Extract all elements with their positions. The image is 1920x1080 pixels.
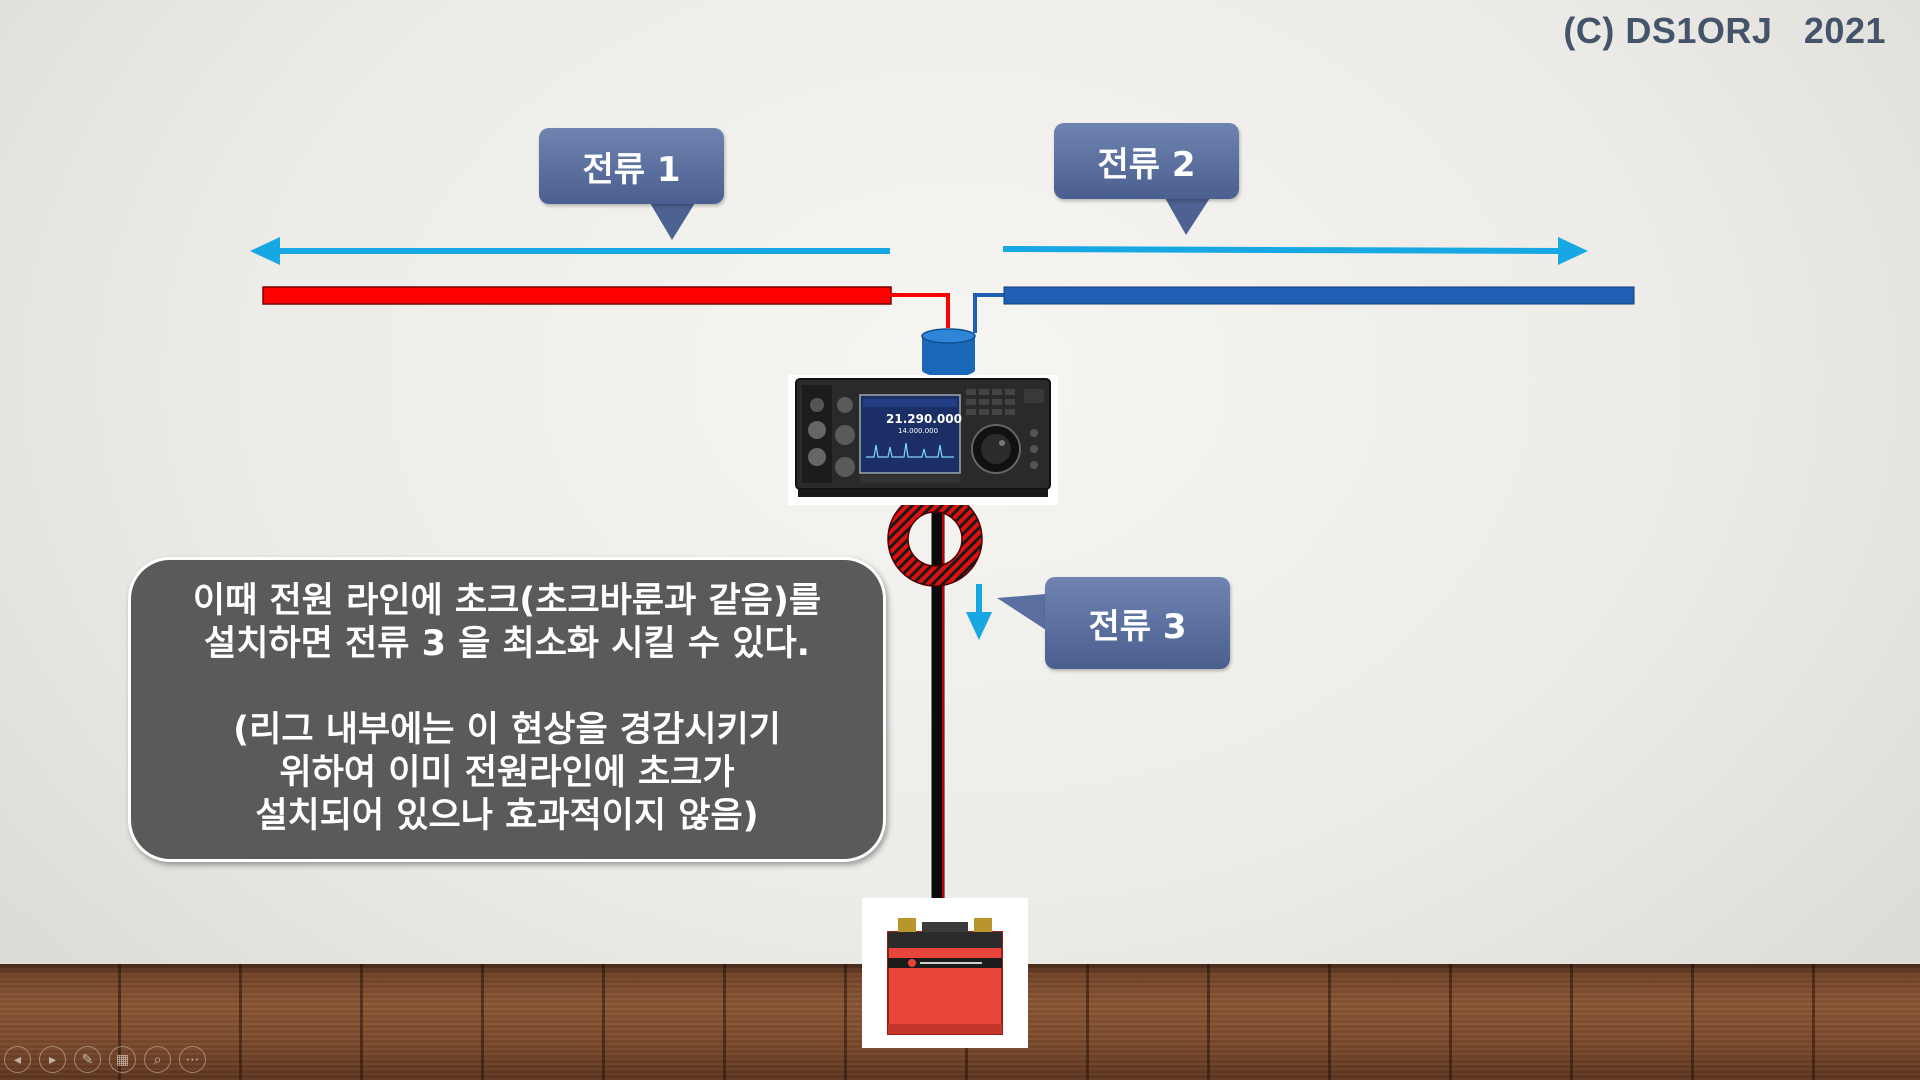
slideshow-toolbar: ◂ ▸ ✎ ▦ ⌕ ⋯ (4, 1046, 206, 1076)
note-line: 설치하면 전류 3 을 최소화 시킬 수 있다. (204, 624, 810, 664)
radio-freq-main: 21.290.000 (886, 412, 962, 426)
next-slide-icon[interactable]: ▸ (39, 1046, 66, 1073)
note-line: 설치되어 있으나 효과적이지 않음) (255, 796, 759, 836)
right-feed-line (973, 293, 1004, 333)
current-3-callout: 전류 3 (1045, 577, 1230, 669)
note-line: (리그 내부에는 이 현상을 경감시키기 (233, 710, 781, 750)
transceiver-icon: 21.290.000 14.000.000 (788, 375, 1058, 505)
balun-cylinder-icon (921, 328, 976, 377)
current-2-arrow (1002, 237, 1588, 265)
callout-2-pointer (1165, 198, 1210, 235)
zoom-icon[interactable]: ⌕ (144, 1046, 171, 1073)
radio-freq-sub: 14.000.000 (898, 427, 938, 435)
more-options-icon[interactable]: ⋯ (179, 1046, 206, 1073)
current-1-callout: 전류 1 (539, 128, 724, 204)
slides-grid-icon[interactable]: ▦ (109, 1046, 136, 1073)
current-1-arrow (250, 237, 890, 265)
explanation-note: 이때 전원 라인에 초크(초크바룬과 같음)를 설치하면 전류 3 을 최소화 … (128, 557, 886, 862)
right-dipole-wire (1003, 286, 1635, 305)
note-line: 위하여 이미 전원라인에 초크가 (279, 753, 735, 793)
copyright-text: (C) DS1ORJ 2021 (1563, 10, 1886, 51)
current-2-callout: 전류 2 (1054, 123, 1239, 199)
battery-icon (862, 898, 1028, 1048)
callout-1-pointer (650, 203, 695, 240)
callout-3-pointer (997, 594, 1046, 630)
left-feed-line (890, 293, 950, 328)
pen-icon[interactable]: ✎ (74, 1046, 101, 1073)
current-3-arrow (966, 584, 992, 640)
left-dipole-wire (262, 286, 892, 305)
note-line: 이때 전원 라인에 초크(초크바룬과 같음)를 (192, 581, 822, 621)
previous-slide-icon[interactable]: ◂ (4, 1046, 31, 1073)
